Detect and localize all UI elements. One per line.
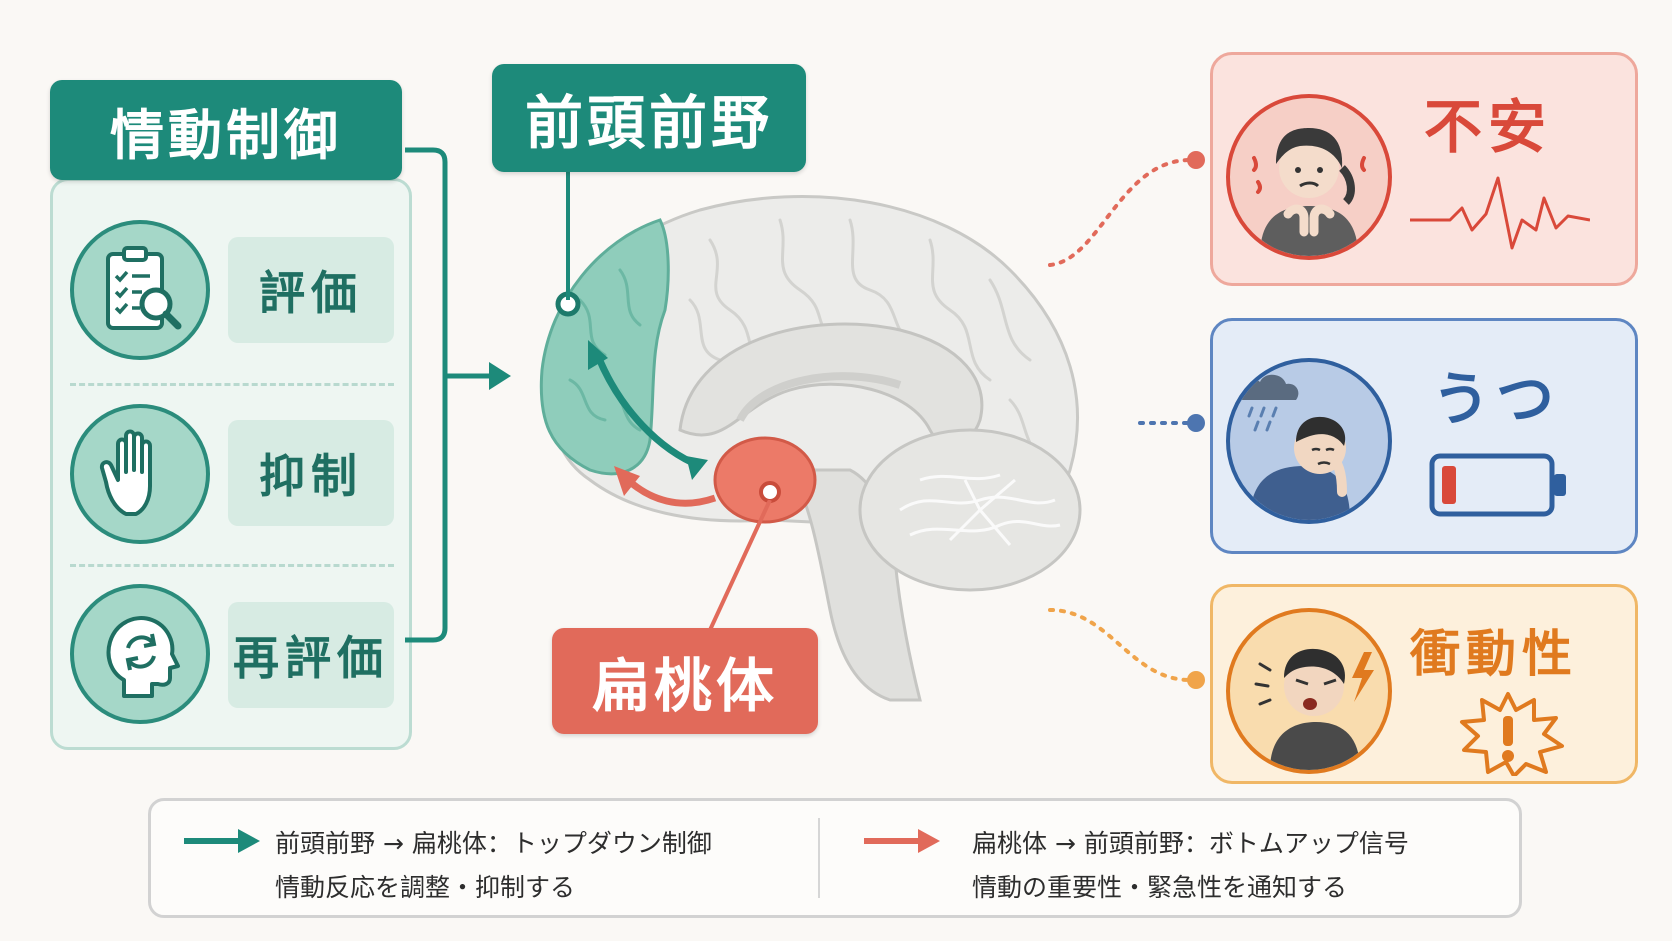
legend-divider xyxy=(818,818,820,898)
prefrontal-cortex-label: 前頭前野 xyxy=(492,64,806,172)
anxiety-title: 不安 xyxy=(1424,93,1553,161)
depressed-person-icon xyxy=(1226,358,1392,524)
evaluation-label: 評価 xyxy=(228,237,394,343)
anxious-person-icon xyxy=(1226,94,1392,260)
reappraisal-label: 再評価 xyxy=(228,602,394,708)
low-battery-icon xyxy=(1429,453,1566,517)
amygdala-label: 扁桃体 xyxy=(552,628,818,734)
legend-top-down-desc: 情動反応を調整・抑制する xyxy=(275,873,576,902)
panel-divider xyxy=(70,383,394,386)
legend-bottom-up-title: 扁桃体 → 前頭前野：ボトムアップ信号 xyxy=(972,829,1409,858)
top-down-arrow-icon xyxy=(184,829,260,853)
legend-box xyxy=(148,798,1522,918)
bottom-up-arrow-icon xyxy=(864,829,940,853)
depression-title: うつ xyxy=(1432,365,1561,433)
clipboard-magnifier-icon xyxy=(70,220,210,360)
amygdala-pointer-line xyxy=(708,500,772,631)
head-refresh-icon xyxy=(70,584,210,724)
pfc-pointer-line xyxy=(566,168,570,300)
raised-hand-icon xyxy=(70,404,210,544)
suppression-label: 抑制 xyxy=(228,420,394,526)
legend-top-down-title: 前頭前野 → 扁桃体：トップダウン制御 xyxy=(275,829,712,858)
impulsivity-title: 衝動性 xyxy=(1410,625,1578,683)
panel-divider xyxy=(70,564,394,567)
heartbeat-line-icon xyxy=(1410,176,1590,250)
card-connectors xyxy=(1048,151,1205,689)
emotion-regulation-title: 情動制御 xyxy=(50,80,402,180)
legend-bottom-up-desc: 情動の重要性・緊急性を通知する xyxy=(972,873,1348,902)
panel-connector-arrow xyxy=(405,147,511,643)
exclamation-burst-icon xyxy=(1460,692,1564,776)
impulsive-person-icon xyxy=(1226,608,1392,774)
brain-illustration xyxy=(539,195,1082,702)
